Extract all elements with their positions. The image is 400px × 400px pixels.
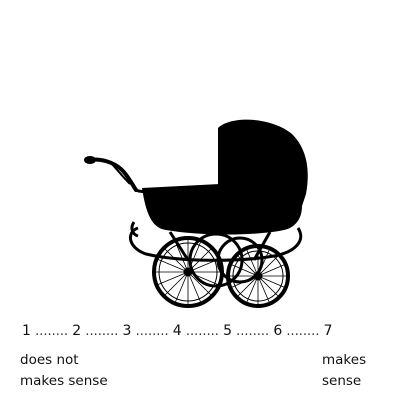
scale-point-1[interactable]: 1	[22, 323, 31, 339]
scale-anchor-low: does not makes sense	[20, 350, 150, 392]
scale-point-7[interactable]: 7	[323, 323, 333, 339]
scale-separator: ........	[85, 324, 119, 339]
anchor-high-line2: sense	[322, 373, 362, 389]
scale-point-2[interactable]: 2	[72, 323, 82, 339]
scale-separator: ........	[135, 324, 169, 339]
scale-separator: ........	[286, 324, 320, 339]
scale-separator: ........	[35, 324, 69, 339]
scale-point-3[interactable]: 3	[122, 323, 132, 339]
rating-scale: 1 ........ 2 ........ 3 ........ 4 .....…	[22, 323, 382, 339]
anchor-high-line1: makes	[322, 352, 367, 368]
scale-point-5[interactable]: 5	[223, 323, 232, 339]
scale-separator: ........	[236, 324, 270, 339]
anchor-low-line1: does not	[20, 352, 79, 368]
scale-separator: ........	[185, 324, 219, 339]
anchor-low-line2: makes sense	[20, 373, 108, 389]
baby-carriage-silhouette-icon	[84, 119, 308, 308]
stimulus-image	[70, 110, 330, 320]
scale-point-4[interactable]: 4	[172, 323, 182, 339]
scale-anchor-high: makes sense	[322, 350, 382, 392]
scale-point-6[interactable]: 6	[273, 323, 283, 339]
